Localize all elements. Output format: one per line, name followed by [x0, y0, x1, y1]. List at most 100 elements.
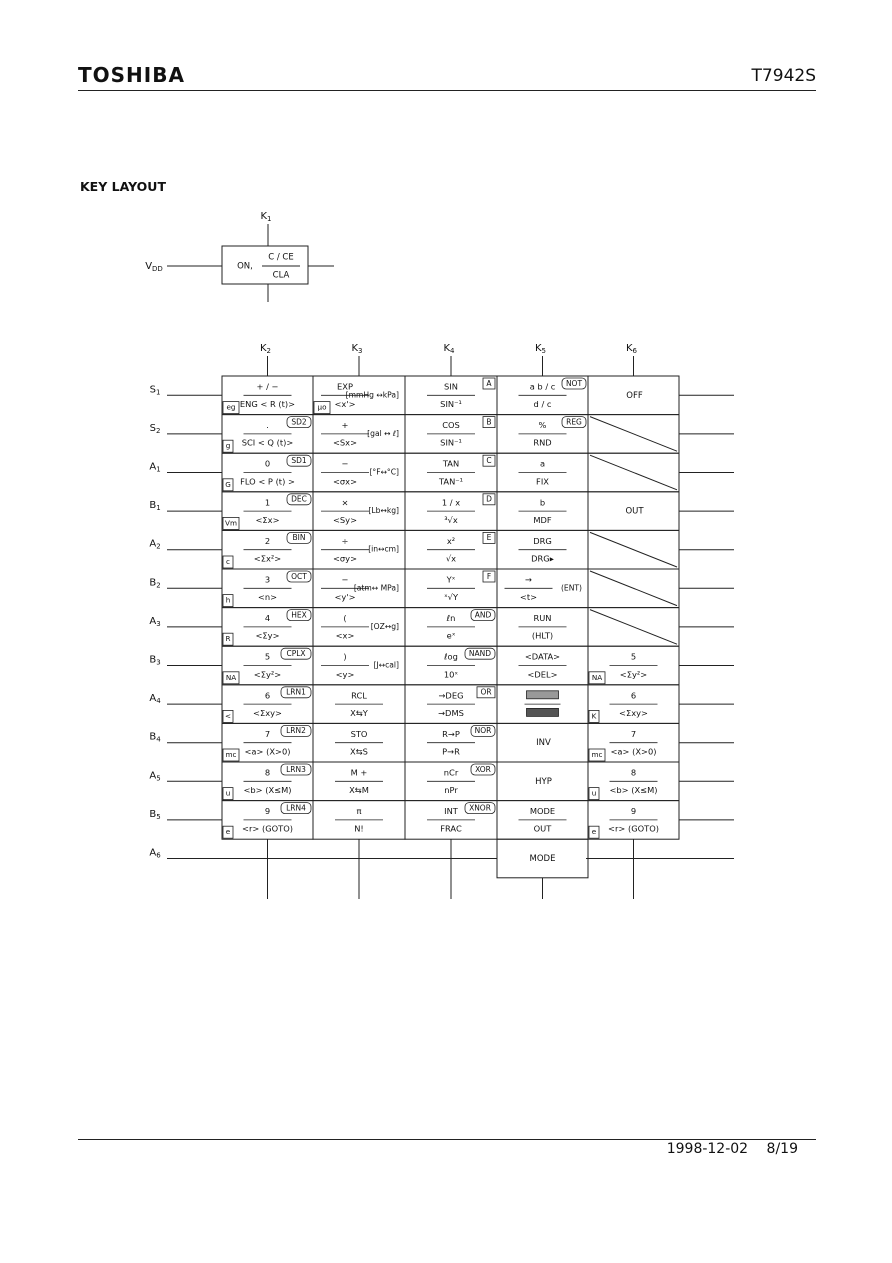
- key-cell-r10-c6: 7<a> (X>0)mc: [587, 722, 680, 763]
- key-tag-label: NOT: [566, 379, 583, 388]
- key-tag-box: [470, 725, 496, 737]
- key-cell-r7-c3: (<x>[OZ↔g]: [312, 607, 406, 647]
- key-cell-r11-c6: 8<b> (X≤M)u: [587, 761, 680, 802]
- key-side-label: [OZ↔g]: [371, 622, 399, 631]
- key-tag-label: B: [486, 417, 491, 426]
- key-top-label: +: [342, 420, 349, 430]
- key-bottom-label: (HLT): [532, 631, 553, 641]
- key-bottom-label: nPr: [444, 785, 458, 795]
- key-tag-label: E: [487, 533, 492, 542]
- key-bottom-label: <σy>: [333, 554, 357, 564]
- key-bottom-label: MDF: [533, 515, 552, 525]
- key-corner-label: μo: [318, 403, 327, 412]
- key-tag-box: [482, 493, 496, 506]
- on-key-box: [221, 245, 309, 285]
- key-cell-r10-c3: STO X⇆S: [312, 722, 406, 763]
- key-top-label: 6: [631, 690, 636, 700]
- key-cell-r9-c5: [496, 684, 589, 724]
- key-bottom-label: <r> (GOTO): [242, 824, 293, 834]
- key-cell-r7-c6: [587, 607, 680, 647]
- key-bottom-label: X⇆Y: [350, 708, 369, 718]
- key-bottom-label: SIN⁻¹: [440, 438, 462, 448]
- key-bottom-label: N!: [354, 824, 364, 834]
- key-top-label: (: [343, 613, 346, 623]
- on-key-left-text: ON,: [237, 262, 253, 272]
- key-top-label: %: [539, 420, 547, 430]
- key-cell-r4-c3: ×<Sy>[Lb↔kg]: [312, 491, 406, 531]
- key-bottom-label: X⇆S: [350, 747, 368, 757]
- key-corner-box: [588, 710, 600, 723]
- key-cell-r6-c3: −<y'>[atm↔ MPa]: [312, 568, 406, 609]
- key-top-label: 5: [265, 652, 270, 662]
- key-tag-label: NOR: [475, 726, 492, 735]
- shade-down-icon: [526, 708, 559, 717]
- key-top-label: RCL: [351, 690, 367, 700]
- row-label-a3: A3: [149, 616, 160, 628]
- key-bottom-label: OUT: [534, 824, 553, 834]
- key-cell-r6-c4: Yˣˣ√YF: [404, 568, 498, 609]
- key-tag-box: [286, 609, 312, 621]
- key-top-label: x²: [447, 536, 455, 546]
- key-bottom-label: <x'>: [334, 399, 355, 409]
- key-top-label: −: [342, 575, 349, 585]
- key-top-label: .: [266, 420, 269, 430]
- key-side-label: [J↔cal]: [374, 661, 400, 670]
- key-top-label: a b / c: [530, 382, 556, 392]
- column-label-k3: K3: [351, 343, 362, 355]
- key-corner-box: [222, 555, 234, 569]
- key-cell-r8-c5: <DATA> <DEL>: [496, 645, 589, 686]
- brand-logo: TOSHIBA: [78, 63, 185, 87]
- key-bottom-label: FRAC: [440, 824, 462, 834]
- key-corner-box: [222, 787, 234, 800]
- row-label-a2: A2: [149, 539, 160, 551]
- key-top-label: STO: [351, 729, 368, 739]
- key-bottom-label: RND: [533, 438, 551, 448]
- key-corner-box: [222, 632, 234, 646]
- key-top-label: π: [357, 806, 362, 816]
- key-bottom-label: <Σy>: [255, 631, 279, 641]
- key-bottom-label: <DEL>: [527, 669, 557, 679]
- footer-page: 8/19: [766, 1141, 798, 1157]
- key-top-label: b: [540, 497, 545, 507]
- key-corner-label: h: [226, 596, 231, 605]
- key-cell-r3-c3: −<σx>[°F↔°C]: [312, 452, 406, 493]
- key-bottom-label: FIX: [536, 476, 549, 486]
- key-bottom-label: <n>: [258, 592, 277, 602]
- row-label-a6: A6: [149, 848, 161, 860]
- key-tag-label: CPLX: [286, 649, 305, 658]
- key-cell-r9-c3: RCL X⇆Y: [312, 684, 406, 724]
- key-top-label: <DATA>: [525, 652, 560, 662]
- blank-key-diagonal: [589, 570, 678, 607]
- key-tag-box: [280, 802, 312, 814]
- blank-key-diagonal: [589, 609, 678, 645]
- key-top-label: →DEG: [438, 690, 463, 700]
- key-cell-r2-c6: [587, 414, 680, 454]
- section-title: KEY LAYOUT: [80, 179, 166, 194]
- key-tag-label: HEX: [291, 610, 307, 619]
- key-top-label: EXP: [337, 382, 353, 392]
- key-top-label: 7: [265, 729, 270, 739]
- key-corner-box: [588, 825, 600, 839]
- key-corner-label: e: [226, 827, 231, 836]
- key-bottom-label: ˣ√Y: [444, 592, 459, 602]
- key-corner-box: [222, 439, 234, 453]
- key-bottom-label: <Σx²>: [254, 554, 281, 564]
- key-top-label: a: [540, 459, 545, 469]
- key-top-label: DRG: [533, 536, 552, 546]
- key-cell-r9-c2: 6<Σxy>LRN1<: [221, 684, 314, 724]
- key-bottom-label: <a> (X>0): [610, 747, 656, 757]
